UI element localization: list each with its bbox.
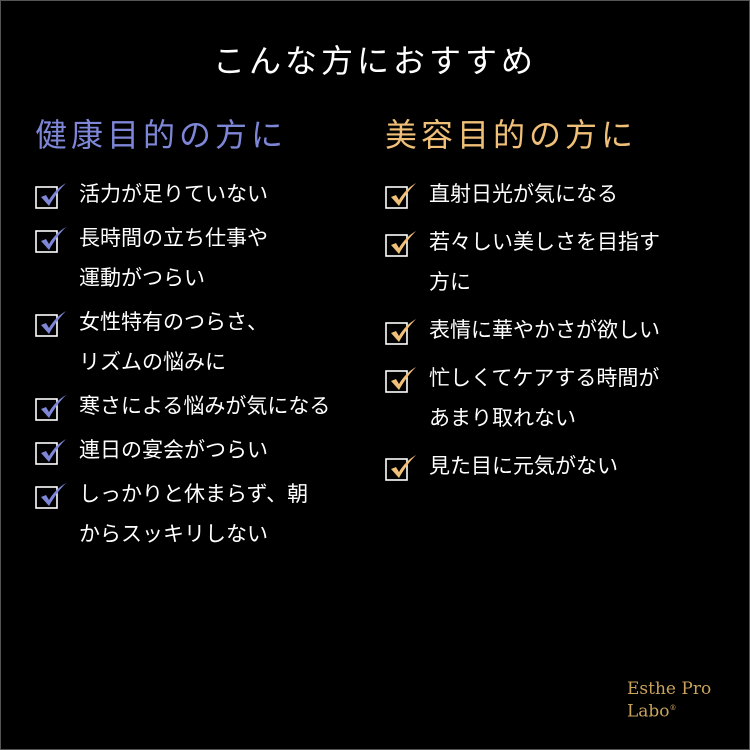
checklist-item-line: 忙しくてケアする時間が: [429, 366, 660, 390]
checklist-item-text: 連日の宴会がつらい: [79, 430, 268, 470]
checklist-item-line: 長時間の立ち仕事や: [79, 226, 268, 250]
checklist-item-text: 寒さによる悩みが気になる: [79, 386, 330, 426]
checklist-item-line: 連日の宴会がつらい: [79, 438, 268, 462]
checkbox-checked-icon: [35, 482, 67, 509]
checklist-item-text: しっかりと休まらず、朝からスッキリしない: [79, 474, 308, 554]
checkbox-checked-icon: [385, 454, 417, 481]
checklist-item-line: あまり取れない: [429, 406, 576, 430]
checklist-item: 寒さによる悩みが気になる: [35, 386, 365, 426]
checklist-item-line: 活力が足りていない: [79, 182, 268, 206]
checklist-item: 連日の宴会がつらい: [35, 430, 365, 470]
checklist-item-text: 女性特有のつらさ、リズムの悩みに: [79, 302, 268, 382]
checkbox-checked-icon: [35, 438, 67, 465]
checklist-item-line: 見た目に元気がない: [429, 454, 618, 478]
checklist-item-line: 運動がつらい: [79, 266, 205, 290]
checkbox-checked-icon: [385, 230, 417, 257]
health-column: 健康目的の方に 活力が足りていない長時間の立ち仕事や運動がつらい女性特有のつらさ…: [35, 112, 365, 558]
checklist-item-text: 表情に華やかさが欲しい: [429, 310, 660, 350]
page-title: こんな方におすすめ: [212, 42, 537, 80]
checklist-item-line: リズムの悩みに: [79, 350, 226, 374]
checklist-item: 女性特有のつらさ、リズムの悩みに: [35, 302, 365, 382]
checklist-item-text: 忙しくてケアする時間があまり取れない: [429, 358, 659, 438]
checklist-item-line: 寒さによる悩みが気になる: [79, 394, 331, 418]
health-list: 活力が足りていない長時間の立ち仕事や運動がつらい女性特有のつらさ、リズムの悩みに…: [35, 174, 365, 554]
checklist-item-line: 直射日光が気になる: [429, 182, 618, 206]
checklist-item: しっかりと休まらず、朝からスッキリしない: [35, 474, 365, 554]
checklist-item-line: 表情に華やかさが欲しい: [429, 318, 660, 342]
checklist-item-text: 若々しい美しさを目指す方に: [429, 222, 660, 302]
checklist-item: 忙しくてケアする時間があまり取れない: [385, 358, 725, 438]
checkbox-checked-icon: [35, 226, 67, 253]
checklist-item-line: 方に: [429, 270, 471, 294]
checkbox-checked-icon: [35, 394, 67, 421]
checkbox-checked-icon: [35, 182, 67, 209]
logo-line2: Labo: [627, 701, 670, 722]
checkbox-checked-icon: [35, 310, 67, 337]
checklist-item-line: からスッキリしない: [79, 522, 268, 546]
checklist-item-text: 直射日光が気になる: [429, 174, 618, 214]
checklist-item: 見た目に元気がない: [385, 446, 725, 486]
checklist-item-text: 活力が足りていない: [79, 174, 268, 214]
checklist-item-line: 若々しい美しさを目指す: [429, 230, 660, 254]
logo-line1: Esthe Pro: [627, 679, 712, 699]
checkbox-checked-icon: [385, 366, 417, 393]
checklist-item: 活力が足りていない: [35, 174, 365, 214]
brand-logo: Esthe Pro Labo®: [627, 680, 711, 722]
checkbox-checked-icon: [385, 318, 417, 345]
checklist-item-line: しっかりと休まらず、朝: [79, 482, 309, 506]
beauty-list: 直射日光が気になる若々しい美しさを目指す方に表情に華やかさが欲しい忙しくてケアす…: [385, 174, 725, 486]
checklist-item-text: 見た目に元気がない: [429, 446, 618, 486]
checklist-item-line: 女性特有のつらさ、: [79, 310, 268, 334]
checklist-item: 直射日光が気になる: [385, 174, 725, 214]
checkbox-checked-icon: [385, 182, 417, 209]
checklist-item: 表情に華やかさが欲しい: [385, 310, 725, 350]
checklist-item: 長時間の立ち仕事や運動がつらい: [35, 218, 365, 298]
checklist-item: 若々しい美しさを目指す方に: [385, 222, 725, 302]
beauty-heading: 美容目的の方に: [385, 116, 638, 154]
health-heading: 健康目的の方に: [35, 116, 288, 154]
registered-mark: ®: [669, 704, 677, 712]
checklist-item-text: 長時間の立ち仕事や運動がつらい: [79, 218, 268, 298]
beauty-column: 美容目的の方に 直射日光が気になる若々しい美しさを目指す方に表情に華やかさが欲し…: [385, 112, 725, 494]
